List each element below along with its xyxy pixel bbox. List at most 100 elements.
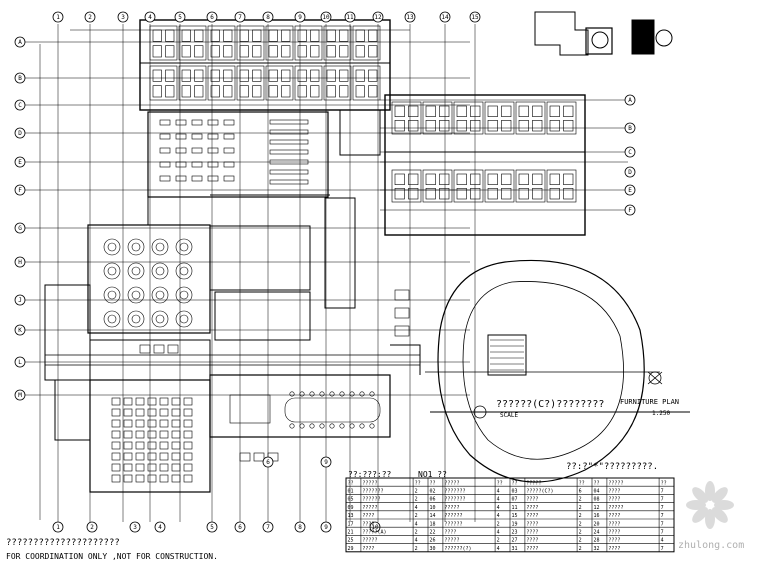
furniture-layout <box>103 25 585 483</box>
bed <box>181 29 191 42</box>
bed <box>355 45 365 58</box>
legend-cell: ??????? <box>444 489 465 495</box>
conference-chair <box>299 391 305 397</box>
bed <box>239 85 249 98</box>
grid-bubble-label: 8 <box>266 14 270 21</box>
legend-cell: ???? <box>362 521 374 527</box>
grid-bubble-label: 6 <box>238 524 242 531</box>
lecture-seat <box>147 474 157 483</box>
grid-bubble <box>320 11 332 23</box>
grid-bubble-label: L <box>18 359 22 366</box>
dining-table <box>223 175 235 182</box>
lecture-seat <box>159 474 169 483</box>
dorm-room <box>546 169 577 203</box>
bed <box>339 29 349 42</box>
grid-bubble <box>52 521 64 533</box>
bed <box>518 173 529 185</box>
dorm-room <box>207 65 236 101</box>
key-plan-highlight <box>631 19 655 55</box>
conference-chair <box>319 391 325 397</box>
key-plan-block <box>585 27 613 55</box>
bed <box>394 188 405 200</box>
grid-bubble-label: 9 <box>324 524 328 531</box>
legend-header: ?? <box>497 480 503 486</box>
lecture-seat <box>135 419 145 428</box>
legend-cell: ??????? <box>444 497 465 503</box>
legend-cell: ?????? <box>362 497 380 503</box>
legend-cell: ???? <box>526 497 538 503</box>
grid-bubble-label: C <box>628 149 632 156</box>
legend-cell: 2 <box>415 546 418 552</box>
wall-segments <box>88 194 421 380</box>
footer-line-1: ????????????????????? <box>6 538 120 548</box>
dorm-room <box>515 101 546 135</box>
legend-cell: 2 <box>415 497 418 503</box>
bed <box>470 188 481 200</box>
watermark-petal <box>692 487 709 504</box>
lecture-seat <box>123 430 133 439</box>
lecture-seat <box>171 474 181 483</box>
bed <box>408 120 419 132</box>
dining-bench <box>269 169 309 175</box>
grid-bubble <box>14 222 26 234</box>
grid-bubble-label: J <box>18 297 22 304</box>
meeting-rooms <box>209 374 391 438</box>
legend-cell: 32 <box>594 546 600 552</box>
grid-bubble <box>624 94 636 106</box>
legend-cell: 30 <box>430 546 436 552</box>
lecture-seat <box>135 463 145 472</box>
legend-header: ?? <box>594 480 600 486</box>
grid-bubble <box>129 521 141 533</box>
legend-cell: 2 <box>415 489 418 495</box>
legend-cell: ???? <box>526 513 538 519</box>
legend-cell: 01 <box>348 489 354 495</box>
grid-bubble-label: D <box>628 169 632 176</box>
furniture-plan-label: FURNITURE PLAN <box>620 398 680 406</box>
entry-lobby <box>54 379 91 441</box>
dining-bench <box>269 119 309 125</box>
bed <box>194 45 204 58</box>
bed <box>223 69 233 82</box>
bed <box>532 188 543 200</box>
legend-cell: 08 <box>594 497 600 503</box>
legend-cell: 6 <box>579 489 582 495</box>
lecture-seat <box>147 441 157 450</box>
grid-bubble <box>86 521 98 533</box>
legend-cell: ?????? <box>444 513 462 519</box>
legend-cell: 05 <box>348 497 354 503</box>
bed <box>281 29 291 42</box>
grid-bubble-label: 5 <box>210 524 214 531</box>
round-table <box>175 310 193 328</box>
kitchen-area <box>214 291 311 341</box>
bed <box>368 85 378 98</box>
round-table <box>103 238 121 256</box>
bed <box>239 45 249 58</box>
lecture-seat <box>135 430 145 439</box>
lecture-seat <box>123 397 133 406</box>
legend-cell: 11 <box>512 505 518 511</box>
legend-cell: ???? <box>362 513 374 519</box>
bed <box>355 29 365 42</box>
legend-cell: ??????(?) <box>444 546 471 552</box>
dining-table <box>223 133 235 140</box>
round-table <box>175 286 193 304</box>
lecture-seat <box>183 452 193 461</box>
legend-cell: ?????(A) <box>362 530 386 536</box>
grid-bubble-label: G <box>18 225 22 232</box>
legend-cell: ????? <box>362 538 377 544</box>
grid-bubble <box>294 11 306 23</box>
watermark-petal <box>711 487 728 504</box>
lecture-seat <box>159 419 169 428</box>
bed <box>339 45 349 58</box>
lecture-seat <box>123 452 133 461</box>
legend-cell: 16 <box>594 513 600 519</box>
bed <box>281 45 291 58</box>
sofa <box>394 307 410 319</box>
dorm-room <box>323 25 352 61</box>
legend-cell: 14 <box>430 513 436 519</box>
grid-bubble <box>624 122 636 134</box>
grid-bubble-label: 2 <box>90 524 94 531</box>
legend-no-label: NO1 ?? <box>418 470 447 479</box>
lecture-seat <box>171 419 181 428</box>
grid-bubble-label: B <box>18 75 22 82</box>
